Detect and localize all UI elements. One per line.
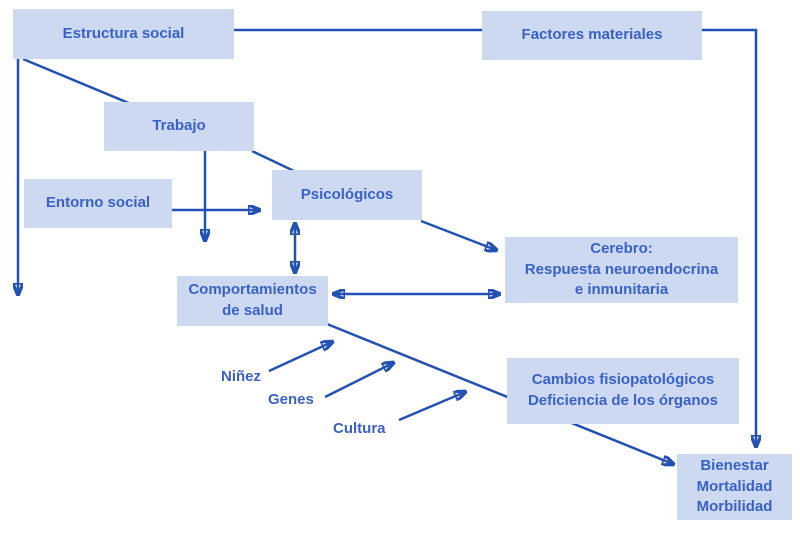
line-estructura-to-trabajo <box>22 57 132 106</box>
box-trabajo: Trabajo <box>104 102 254 151</box>
box-comportamientos-de-salud: Comportamientos de salud <box>177 276 328 326</box>
box-bienestar-mortalidad-morbilidad: Bienestar Mortalidad Morbilidad <box>677 454 792 520</box>
arrow-psicologicos-to-cerebro <box>420 219 496 250</box>
label-cultura: Cultura <box>333 420 386 437</box>
box-entorno-social: Entorno social <box>24 179 172 228</box>
arrow-comportamientos-to-bienestar <box>326 322 673 464</box>
box-estructura-social: Estructura social <box>13 9 234 59</box>
box-psicologicos: Psicológicos <box>272 170 422 220</box>
box-factores-materiales: Factores materiales <box>482 11 702 60</box>
box-cerebro-respuesta-neuroendocrina: Cerebro: Respuesta neuroendocrina e inmu… <box>505 237 738 303</box>
label-ninez: Niñez <box>221 368 262 385</box>
arrow-factores-to-bienestar <box>702 28 756 446</box>
arrow-ninez <box>268 342 332 373</box>
line-trabajo-to-psicologicos <box>251 149 295 173</box>
label-genes: Genes <box>268 391 314 408</box>
arrow-cultura <box>398 392 465 422</box>
arrow-genes <box>324 363 393 399</box>
box-cambios-fisiopatologicos: Cambios fisiopatológicos Deficiencia de … <box>507 358 739 424</box>
